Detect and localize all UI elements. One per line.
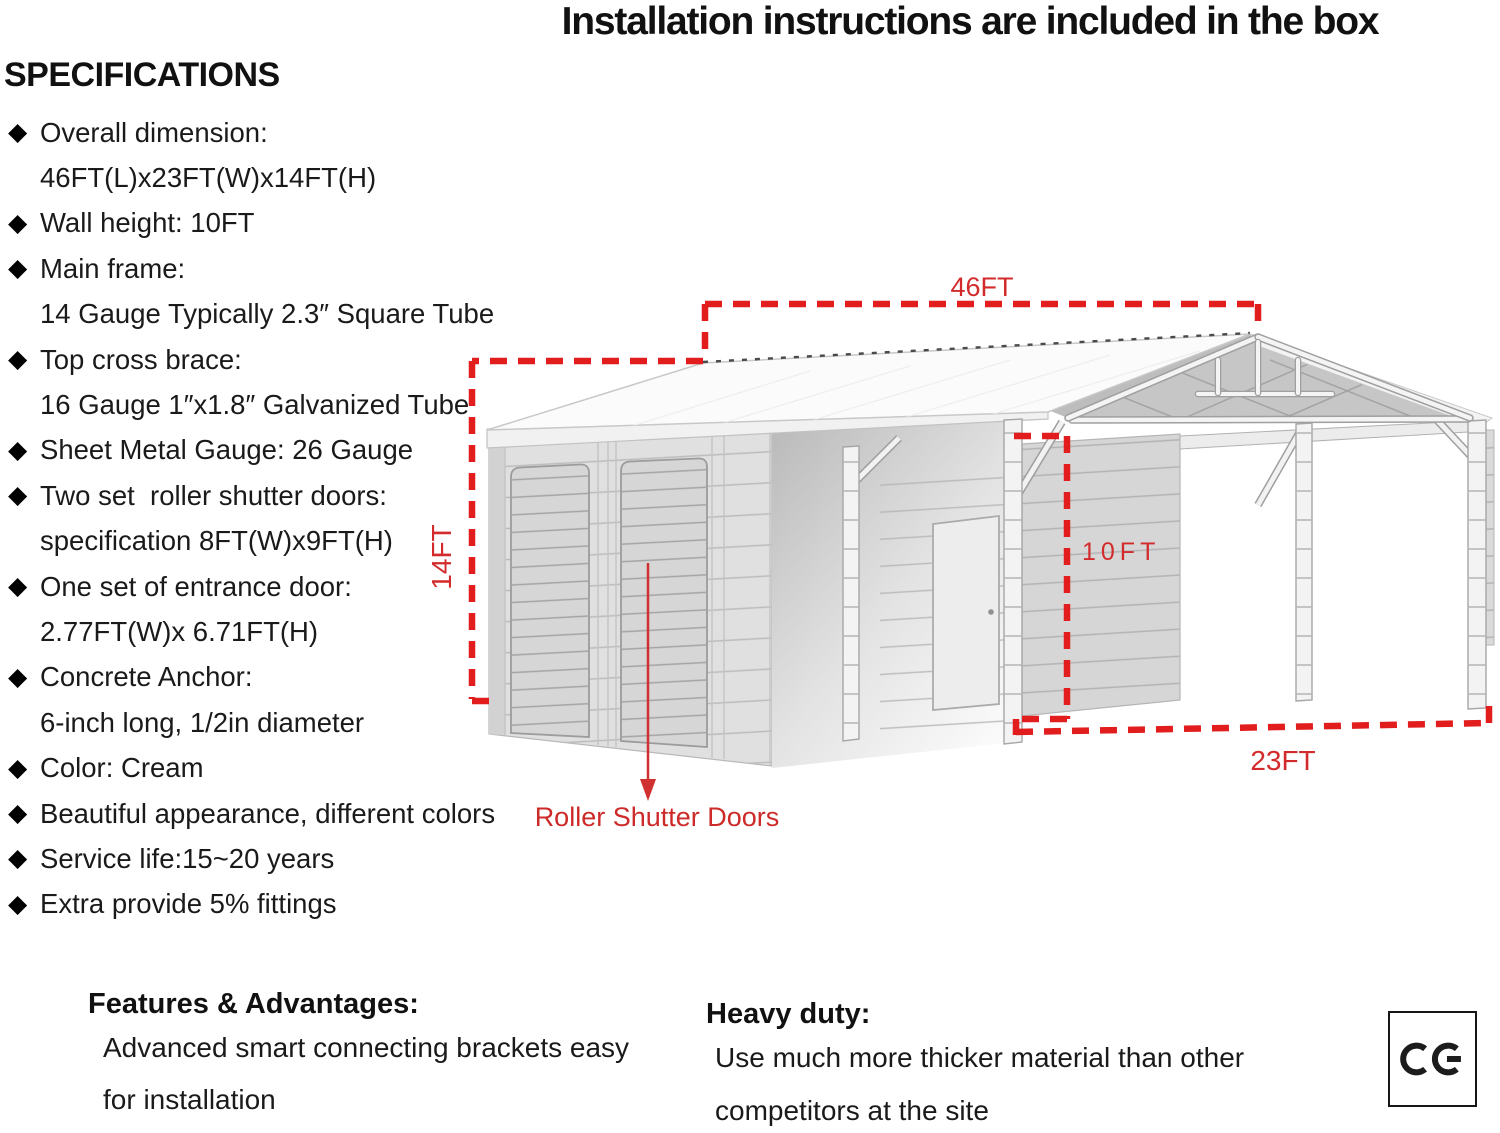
spec-item: ◆Concrete Anchor: [8, 661, 253, 693]
diamond-bullet-icon: ◆ [8, 254, 28, 283]
diamond-bullet-icon: ◆ [8, 208, 28, 237]
ce-mark-badge: CE [1388, 1011, 1477, 1107]
spec-item: ◆Wall height: 10FT [8, 207, 255, 239]
rear-eave-beam [1179, 420, 1469, 450]
diamond-bullet-icon: ◆ [8, 435, 28, 464]
heavy-duty-heading: Heavy duty: [706, 998, 871, 1030]
spec-item-continuation: 46FT(L)x23FT(W)x14FT(H) [40, 162, 377, 194]
spec-item-continuation: specification 8FT(W)x9FT(H) [40, 525, 393, 557]
roller-doors-callout: Roller Shutter Doors [535, 563, 780, 832]
dimension-lines: 46FT 14FT 10FT 23FT [426, 272, 1493, 776]
ridge-cap [702, 331, 1251, 364]
diamond-bullet-icon: ◆ [8, 345, 28, 374]
diamond-bullet-icon: ◆ [8, 481, 28, 510]
spec-item: ◆Service life:15~20 years [8, 842, 335, 874]
roller-door-left [510, 463, 590, 738]
carport-section [1021, 420, 1495, 717]
dimension-label-total-height: 14FT [426, 524, 457, 589]
roller-door-right [620, 457, 708, 748]
entrance-door [932, 514, 1000, 711]
diamond-bullet-icon: ◆ [8, 889, 28, 918]
specifications-heading: SPECIFICATIONS [4, 56, 280, 94]
heavy-duty-text: competitors at the site [715, 1095, 989, 1126]
spec-item-continuation: 16 Gauge 1″x1.8″ Galvanized Tube [40, 389, 470, 421]
diamond-bullet-icon: ◆ [8, 753, 28, 782]
callout-label: Roller Shutter Doors [535, 802, 780, 832]
spec-item: ◆Sheet Metal Gauge: 26 Gauge [8, 434, 414, 466]
open-bay [772, 421, 1016, 768]
spec-item: ◆Top cross brace: [8, 343, 242, 375]
roller-shutter-doors [510, 457, 708, 748]
spec-item: ◆Two set roller shutter doors: [8, 479, 387, 511]
dimension-label-length: 46FT [950, 272, 1013, 302]
spec-item: ◆Color: Cream [8, 752, 204, 784]
features-heading: Features & Advantages: [88, 988, 419, 1020]
post [842, 418, 1487, 745]
spec-item-continuation: 6-inch long, 1/2in diameter [40, 706, 365, 738]
dimension-label-width: 23FT [1250, 745, 1315, 776]
spec-item: ◆Main frame: [8, 252, 186, 284]
spec-item: ◆Overall dimension: [8, 116, 268, 148]
spec-item: ◆One set of entrance door: [8, 570, 352, 602]
spec-item-continuation: 2.77FT(W)x 6.71FT(H) [40, 615, 319, 647]
dimension-label-wall-height: 10FT [1082, 538, 1160, 566]
diamond-bullet-icon: ◆ [8, 572, 28, 601]
page-title: Installation instructions are included i… [561, 0, 1380, 43]
spec-item: ◆Extra provide 5% fittings [8, 888, 337, 920]
door-handle-icon [988, 609, 994, 615]
diamond-bullet-icon: ◆ [8, 662, 28, 691]
frame-posts [842, 417, 1487, 745]
ce-mark-icon: CE [1399, 1042, 1461, 1076]
features-text: for installation [103, 1084, 276, 1115]
diamond-bullet-icon: ◆ [8, 844, 28, 873]
arrow-down-icon [640, 779, 656, 801]
diamond-bullet-icon: ◆ [8, 799, 28, 828]
spec-item-continuation: 14 Gauge Typically 2.3″ Square Tube [40, 298, 495, 330]
specifications-list: ◆Overall dimension: 46FT(L)x23FT(W)x14FT… [8, 110, 496, 927]
diamond-bullet-icon: ◆ [8, 118, 28, 147]
gable-truss [1064, 333, 1474, 424]
heavy-duty-text: Use much more thicker material than othe… [715, 1042, 1245, 1073]
features-text: Advanced smart connecting brackets easy [103, 1032, 630, 1063]
spec-item: ◆Beautiful appearance, different colors [8, 797, 496, 829]
